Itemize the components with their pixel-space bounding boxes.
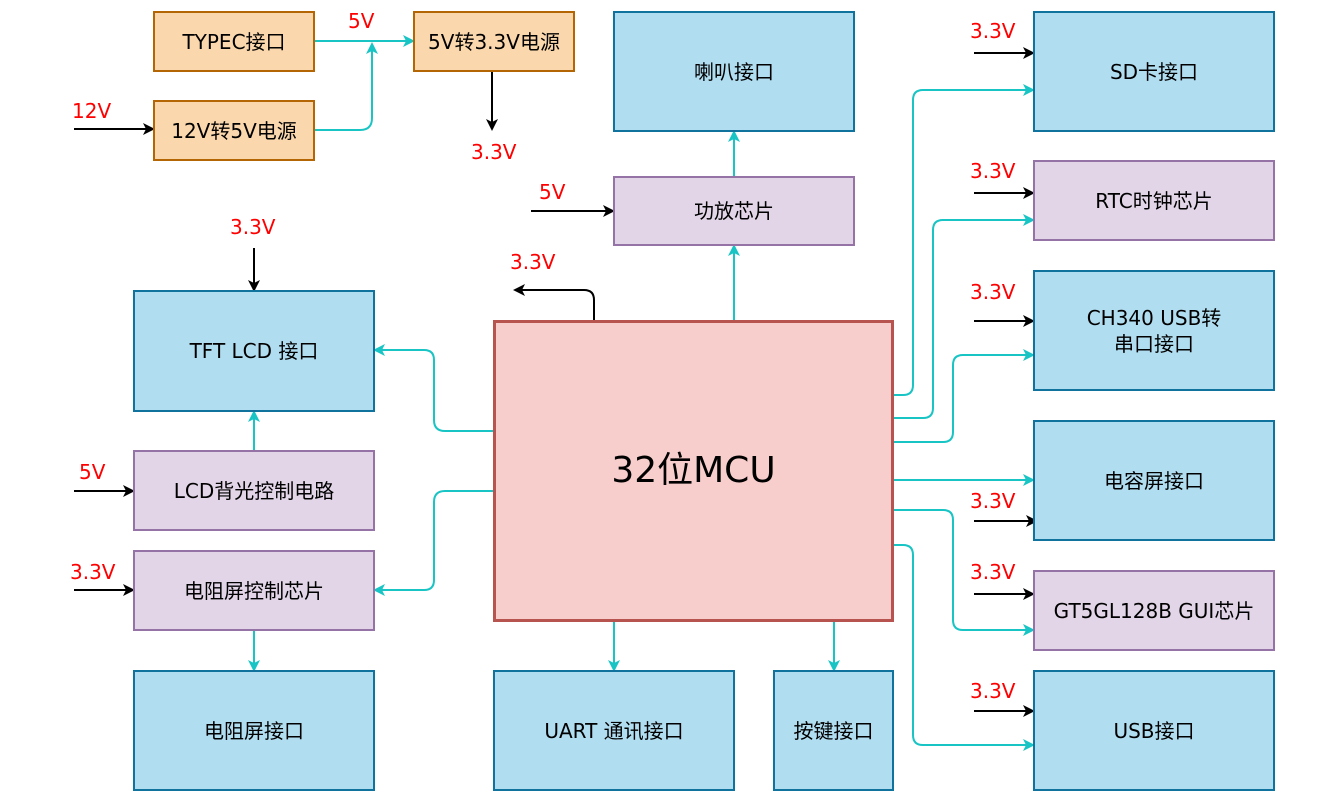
wire-mcu-to-usb xyxy=(893,544,1035,751)
voltage-label-typec-out: 5V xyxy=(348,9,375,33)
voltage-label-ch340-in: 3.3V xyxy=(970,280,1016,304)
voltage-label-mcu-out: 3.3V xyxy=(510,250,556,274)
voltage-label-12v-in: 12V xyxy=(72,99,112,123)
wire-mcu-to-ch340 xyxy=(893,349,1035,443)
voltage-label-tft-in: 3.3V xyxy=(230,215,276,239)
voltage-label-amp-in: 5V xyxy=(539,180,566,204)
wire-psu5v-to-merge xyxy=(315,42,378,131)
wire-mcu-to-gt5gl xyxy=(893,509,1035,636)
voltage-label-usb-in: 3.3V xyxy=(970,679,1016,703)
key-interface-block: 按键接口 xyxy=(773,670,894,791)
resistive-touch-interface-block: 电阻屏接口 xyxy=(133,670,375,791)
voltage-label-3v3-out: 3.3V xyxy=(471,140,517,164)
wire-mcu-to-resistive-ctrl xyxy=(373,490,493,596)
typec-interface-block: TYPEC接口 xyxy=(153,11,315,72)
psu-12v-to-5v-block: 12V转5V电源 xyxy=(153,100,315,161)
rtc-clock-chip-block: RTC时钟芯片 xyxy=(1033,160,1275,241)
wire-mcu-to-tft xyxy=(373,344,493,432)
resistive-touch-controller-block: 电阻屏控制芯片 xyxy=(133,550,375,631)
voltage-label-gt5gl-in: 3.3V xyxy=(970,560,1016,584)
wire-mcu-3v3-out xyxy=(513,284,595,320)
gt5gl128b-gui-chip-block: GT5GL128B GUI芯片 xyxy=(1033,570,1275,651)
uart-interface-block: UART 通讯接口 xyxy=(493,670,735,791)
sd-card-interface-block: SD卡接口 xyxy=(1033,11,1275,132)
voltage-label-rtc-in: 3.3V xyxy=(970,159,1016,183)
voltage-label-capacitive-in: 3.3V xyxy=(970,489,1016,513)
amplifier-chip-block: 功放芯片 xyxy=(613,176,855,246)
speaker-interface-block: 喇叭接口 xyxy=(613,11,855,132)
mcu-block: 32位MCU xyxy=(493,320,894,622)
lcd-backlight-circuit-block: LCD背光控制电路 xyxy=(133,450,375,531)
usb-interface-block: USB接口 xyxy=(1033,670,1275,791)
wire-mcu-to-sd xyxy=(893,84,1035,396)
ch340-usb-serial-block: CH340 USB转 串口接口 xyxy=(1033,270,1275,391)
voltage-label-backlight-in: 5V xyxy=(79,460,106,484)
capacitive-touch-interface-block: 电容屏接口 xyxy=(1033,420,1275,541)
psu-5v-to-3v3-block: 5V转3.3V电源 xyxy=(413,11,575,72)
voltage-label-sd-in: 3.3V xyxy=(970,19,1016,43)
voltage-label-resistive-ctrl-in: 3.3V xyxy=(70,560,116,584)
wire-mcu-to-rtc xyxy=(893,214,1035,419)
tft-lcd-interface-block: TFT LCD 接口 xyxy=(133,290,375,412)
